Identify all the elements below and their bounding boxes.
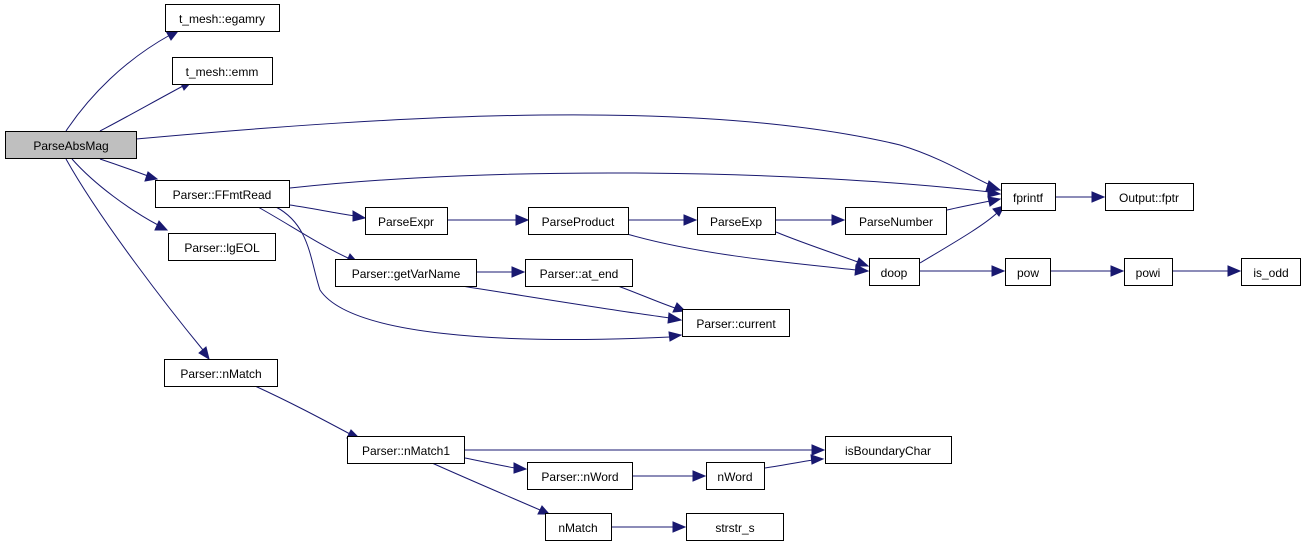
node-label: is_odd bbox=[1253, 266, 1288, 280]
node-label: doop bbox=[881, 266, 908, 280]
node-parser-lgeol[interactable]: Parser::lgEOL bbox=[168, 233, 276, 261]
edge-nmatch-free-strstr-s bbox=[612, 521, 687, 533]
node-label: t_mesh::egamry bbox=[179, 12, 265, 26]
node-label: Parser::nMatch1 bbox=[362, 444, 450, 458]
edge-getvarname-at-end bbox=[477, 266, 526, 278]
edge-doop-pow bbox=[920, 265, 1006, 277]
edge-parseabsmag-ffmtread bbox=[99, 158, 159, 182]
edge-parseabsmag-egamry bbox=[65, 30, 180, 132]
node-parser-nword[interactable]: Parser::nWord bbox=[527, 462, 633, 490]
edge-fprintf-output-fptr bbox=[1056, 191, 1106, 203]
node-strstr-s[interactable]: strstr_s bbox=[686, 513, 784, 541]
node-is-odd[interactable]: is_odd bbox=[1241, 258, 1301, 286]
node-label: Parser::FFmtRead bbox=[173, 188, 272, 202]
edge-parseabsmag-fprintf bbox=[135, 114, 1002, 192]
node-label: ParseExpr bbox=[378, 215, 434, 229]
node-label: isBoundaryChar bbox=[845, 444, 931, 458]
node-doop[interactable]: doop bbox=[869, 258, 920, 286]
node-output-fptr[interactable]: Output::fptr bbox=[1105, 183, 1194, 211]
edge-parseexpr-parseproduct bbox=[448, 214, 530, 226]
node-label: ParseNumber bbox=[859, 215, 933, 229]
edge-parser-nword-nword bbox=[633, 470, 707, 482]
edge-nmatch1-isboundarychar bbox=[465, 444, 826, 456]
node-label: Output::fptr bbox=[1119, 191, 1179, 205]
edge-parseabsmag-nmatch bbox=[65, 158, 210, 361]
node-parser-nmatch[interactable]: Parser::nMatch bbox=[164, 359, 278, 387]
node-parseexp[interactable]: ParseExp bbox=[697, 207, 776, 235]
edge-pow-powi bbox=[1051, 265, 1125, 277]
node-label: Parser::lgEOL bbox=[184, 241, 260, 255]
edge-at-end-current bbox=[614, 284, 687, 313]
node-label: Parser::nMatch bbox=[180, 367, 261, 381]
node-parseproduct[interactable]: ParseProduct bbox=[528, 207, 629, 235]
node-parser-at-end[interactable]: Parser::at_end bbox=[525, 259, 633, 287]
node-parseabsmag[interactable]: ParseAbsMag bbox=[5, 131, 137, 159]
node-label: Parser::at_end bbox=[540, 267, 619, 281]
node-pow[interactable]: pow bbox=[1005, 258, 1051, 286]
edge-nword-isboundarychar bbox=[764, 454, 825, 469]
node-parser-nmatch1[interactable]: Parser::nMatch1 bbox=[347, 436, 465, 464]
node-nmatch[interactable]: nMatch bbox=[545, 513, 612, 541]
edge-parseabsmag-lgeol bbox=[71, 158, 169, 231]
edge-parseproduct-doop bbox=[626, 233, 870, 276]
node-label: ParseAbsMag bbox=[33, 139, 108, 153]
node-label: ParseExp bbox=[710, 215, 762, 229]
node-t-mesh-emm[interactable]: t_mesh::emm bbox=[172, 57, 273, 85]
edge-parsenumber-fprintf bbox=[946, 196, 1002, 211]
node-nword[interactable]: nWord bbox=[706, 462, 765, 490]
node-parsenumber[interactable]: ParseNumber bbox=[845, 207, 947, 235]
node-fprintf[interactable]: fprintf bbox=[1001, 183, 1056, 211]
node-isboundarychar[interactable]: isBoundaryChar bbox=[825, 436, 952, 464]
edge-ffmtread-parseexpr bbox=[289, 204, 367, 222]
node-label: ParseProduct bbox=[542, 215, 615, 229]
node-parser-ffmtread[interactable]: Parser::FFmtRead bbox=[155, 180, 290, 208]
edge-parseproduct-parseexp bbox=[629, 214, 698, 226]
node-parser-current[interactable]: Parser::current bbox=[682, 309, 790, 337]
node-label: Parser::nWord bbox=[541, 470, 618, 484]
node-t-mesh-egamry[interactable]: t_mesh::egamry bbox=[165, 4, 280, 32]
edge-nmatch1-parser-nword bbox=[464, 457, 528, 474]
node-label: Parser::getVarName bbox=[352, 267, 461, 281]
node-label: nMatch bbox=[558, 521, 597, 535]
edge-powi-is-odd bbox=[1173, 265, 1242, 277]
node-label: t_mesh::emm bbox=[186, 65, 259, 79]
edge-parseexp-doop bbox=[775, 231, 870, 267]
node-powi[interactable]: powi bbox=[1124, 258, 1173, 286]
node-label: Parser::current bbox=[696, 317, 776, 331]
node-parser-getvarname[interactable]: Parser::getVarName bbox=[335, 259, 477, 287]
node-parseexpr[interactable]: ParseExpr bbox=[365, 207, 448, 235]
edge-ffmtread-current bbox=[275, 206, 683, 342]
node-label: pow bbox=[1017, 266, 1039, 280]
edge-nmatch1-nmatch-free bbox=[431, 462, 551, 515]
edge-ffmtread-fprintf bbox=[289, 172, 1002, 198]
node-label: fprintf bbox=[1013, 191, 1044, 205]
edge-parseabsmag-emm bbox=[99, 80, 194, 132]
node-label: powi bbox=[1136, 266, 1161, 280]
edge-nmatch-nmatch1 bbox=[254, 385, 361, 439]
node-label: nWord bbox=[717, 470, 752, 484]
node-label: strstr_s bbox=[715, 521, 754, 535]
edge-getvarname-current bbox=[454, 284, 683, 324]
edge-parseexp-parsenumber bbox=[776, 214, 846, 226]
